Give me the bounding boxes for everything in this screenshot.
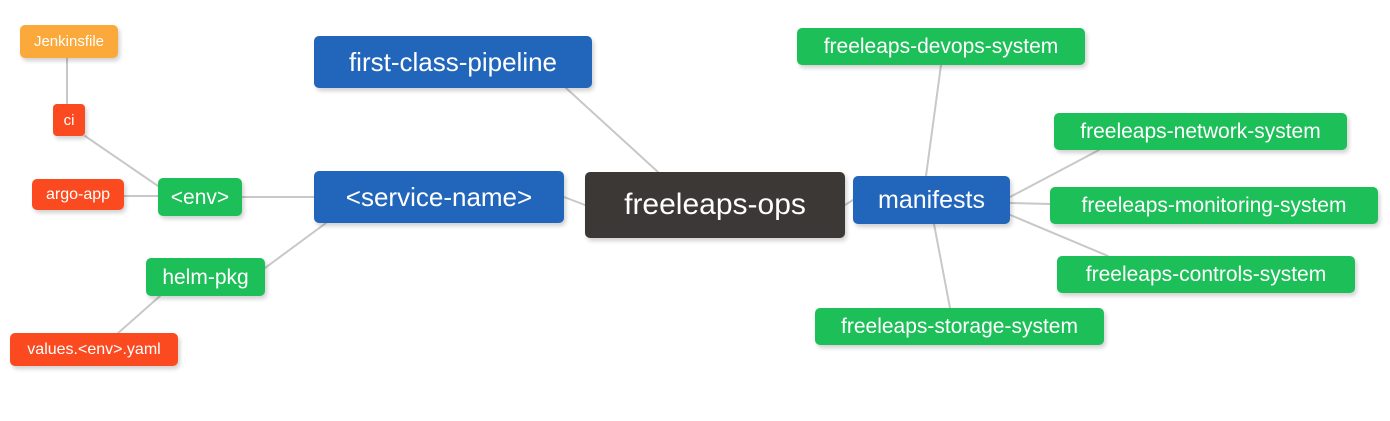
edge-ops-manifests bbox=[844, 199, 854, 206]
mindmap-node-label: <env> bbox=[170, 185, 230, 209]
mindmap-node-freeleaps-ops[interactable]: freeleaps-ops bbox=[585, 172, 845, 238]
mindmap-node-label: first-class-pipeline bbox=[348, 47, 558, 77]
mindmap-node-helm-pkg[interactable]: helm-pkg bbox=[146, 258, 265, 296]
mindmap-node-freeleaps-devops-system[interactable]: freeleaps-devops-system bbox=[797, 28, 1085, 65]
mindmap-node-ci[interactable]: ci bbox=[53, 104, 85, 136]
mindmap-node-label: values.<env>.yaml bbox=[27, 340, 161, 358]
mindmap-node-service-name[interactable]: <service-name> bbox=[314, 171, 564, 223]
mindmap-node-manifests[interactable]: manifests bbox=[853, 176, 1010, 224]
mindmap-node-values-env-yaml[interactable]: values.<env>.yaml bbox=[10, 333, 178, 366]
mindmap-node-label: freeleaps-controls-system bbox=[1085, 263, 1327, 286]
mindmap-node-label: ci bbox=[63, 111, 75, 129]
mindmap-node-label: freeleaps-storage-system bbox=[841, 315, 1078, 338]
edge-service-name-helm-pkg bbox=[264, 222, 327, 269]
mindmap-node-env[interactable]: <env> bbox=[158, 178, 242, 216]
edge-ops-first-class-pipeline bbox=[565, 87, 659, 173]
mindmap-node-label: argo-app bbox=[45, 185, 111, 203]
mindmap-node-label: freeleaps-ops bbox=[624, 188, 806, 221]
mindmap-node-label: <service-name> bbox=[345, 182, 533, 212]
mindmap-node-label: manifests bbox=[878, 185, 985, 214]
mindmap-node-label: freeleaps-devops-system bbox=[823, 35, 1059, 58]
mindmap-node-jenkinsfile[interactable]: Jenkinsfile bbox=[20, 25, 118, 58]
mindmap-node-argo-app[interactable]: argo-app bbox=[32, 179, 124, 210]
edge-helm-pkg-values bbox=[116, 295, 161, 335]
mindmap-node-label: freeleaps-monitoring-system bbox=[1081, 194, 1347, 217]
mindmap-node-label: Jenkinsfile bbox=[33, 33, 105, 50]
mindmap-node-freeleaps-storage-system[interactable]: freeleaps-storage-system bbox=[815, 308, 1104, 345]
edge-manifests-storage bbox=[933, 223, 951, 309]
edge-ops-service-name bbox=[563, 196, 586, 206]
mindmap-node-freeleaps-network-system[interactable]: freeleaps-network-system bbox=[1054, 113, 1347, 150]
mindmap-node-label: helm-pkg bbox=[162, 265, 249, 289]
mindmap-node-first-class-pipeline[interactable]: first-class-pipeline bbox=[314, 36, 592, 88]
mindmap-node-freeleaps-monitoring-system[interactable]: freeleaps-monitoring-system bbox=[1050, 187, 1378, 224]
edge-manifests-devops bbox=[925, 64, 942, 177]
mindmap-node-freeleaps-controls-system[interactable]: freeleaps-controls-system bbox=[1057, 256, 1355, 293]
mindmap-node-label: freeleaps-network-system bbox=[1080, 120, 1321, 143]
edge-manifests-monitoring bbox=[1009, 202, 1051, 205]
